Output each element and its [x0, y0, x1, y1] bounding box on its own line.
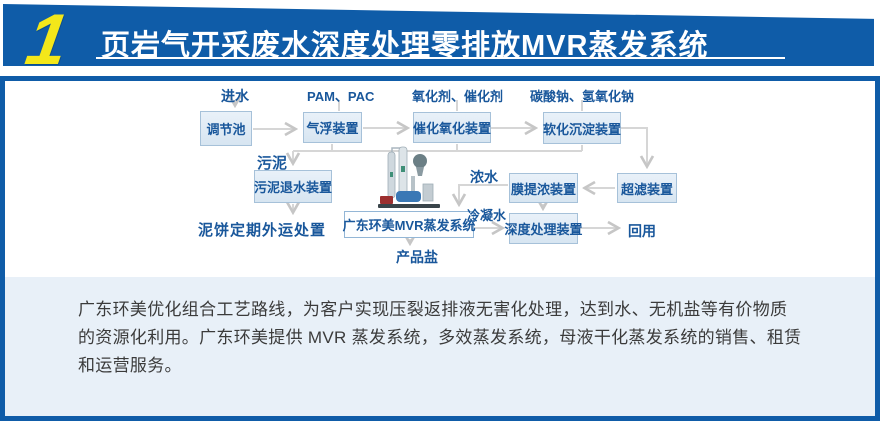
- mvr-equipment-photo: [378, 146, 440, 208]
- label-reuse: 回用: [628, 223, 656, 239]
- label-product-salt: 产品盐: [396, 249, 438, 265]
- node-advanced-treatment: 深度处理装置: [505, 213, 583, 244]
- label-oxidant-catalyst: 氧化剂、催化剂: [412, 89, 504, 104]
- node-membrane-concentration: 膜提浓装置: [509, 173, 578, 203]
- description-line: 的资源化利用。广东环美提供 MVR 蒸发系统，多效蒸发系统，母液干化蒸发系统的销…: [78, 328, 802, 347]
- node-ultrafiltration: 超滤装置: [617, 173, 677, 203]
- label-sludge: 污泥: [257, 155, 288, 172]
- node-sludge-dewatering: 污泥退水装置: [254, 170, 332, 203]
- label-mud-cake-disposal: 泥饼定期外运处置: [198, 222, 327, 239]
- node-softening-sedimentation: 软化沉淀装置: [543, 112, 621, 144]
- label-concentrate: 浓水: [470, 169, 498, 185]
- description-text: 广东环美优化组合工艺路线，为客户实现压裂返排液无害化处理，达到水、无机盐等有价物…: [78, 296, 838, 380]
- node-catalytic-oxidation: 催化氧化装置: [413, 112, 491, 143]
- page-title: 页岩气开采废水深度处理零排放MVR蒸发系统: [101, 30, 709, 62]
- label-soda-caustic: 碳酸钠、氢氧化钠: [530, 89, 635, 104]
- description-line: 和运营服务。: [78, 356, 182, 375]
- label-condensate: 冷凝水: [467, 208, 507, 223]
- node-regulating-tank: 调节池: [200, 111, 252, 146]
- description-panel: [5, 277, 875, 416]
- label-pam-pac: PAM、PAC: [307, 89, 375, 104]
- label-feed-water: 进水: [221, 88, 249, 104]
- node-mvr-system: 广东环美MVR蒸发系统: [343, 211, 475, 238]
- description-line: 广东环美优化组合工艺路线，为客户实现压裂返排液无害化处理，达到水、无机盐等有价物…: [78, 300, 788, 319]
- node-air-flotation: 气浮装置: [303, 112, 362, 143]
- title-underline: [96, 57, 785, 59]
